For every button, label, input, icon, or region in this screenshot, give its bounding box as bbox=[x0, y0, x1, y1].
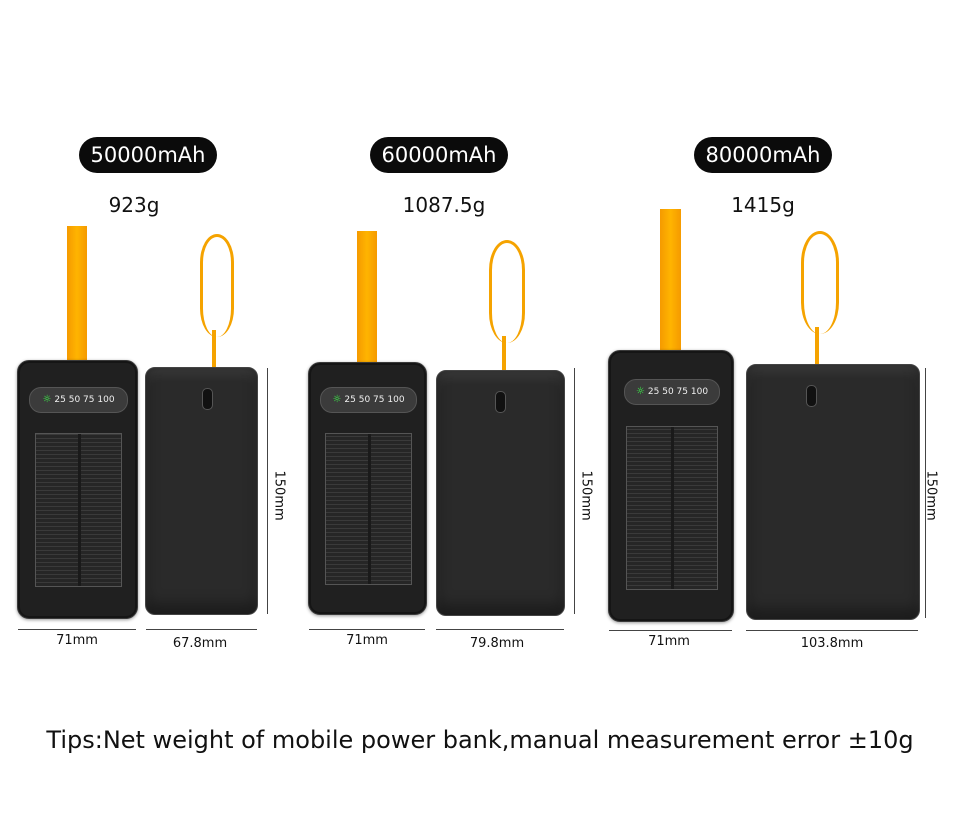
power-bank-front-3: ☼25 50 75 100 bbox=[608, 350, 734, 622]
tip-text: Tips:Net weight of mobile power bank,man… bbox=[46, 726, 914, 754]
front-width-label-1: 71mm bbox=[56, 633, 98, 648]
loop-strap-3 bbox=[801, 231, 839, 334]
height-label-1: 150mm bbox=[271, 470, 287, 521]
loop-stem-2 bbox=[502, 336, 506, 372]
battery-indicator-2: ☼25 50 75 100 bbox=[320, 387, 417, 413]
weight-label-2: 1087.5g bbox=[402, 193, 486, 217]
height-label-2: 150mm bbox=[578, 470, 594, 521]
back-width-label-2: 79.8mm bbox=[469, 636, 525, 651]
sun-icon: ☼ bbox=[332, 394, 342, 405]
loop-strap-2 bbox=[489, 240, 525, 343]
height-dim-line-3 bbox=[925, 368, 926, 618]
weight-label-3: 1415g bbox=[731, 193, 795, 217]
solar-panel-3 bbox=[626, 426, 718, 590]
power-bank-back-1 bbox=[145, 367, 258, 615]
power-button-2 bbox=[495, 391, 506, 413]
sun-icon: ☼ bbox=[42, 394, 52, 405]
power-bank-back-2 bbox=[436, 370, 565, 616]
loop-strap-1 bbox=[200, 234, 234, 337]
power-bank-back-3 bbox=[746, 364, 920, 620]
back-width-dim-3 bbox=[746, 630, 918, 631]
power-bank-front-2: ☼25 50 75 100 bbox=[308, 362, 427, 615]
solar-panel-1 bbox=[35, 433, 122, 587]
strap-3 bbox=[660, 209, 681, 355]
weight-label-1: 923g bbox=[108, 193, 160, 217]
capacity-badge-3: 80000mAh bbox=[694, 137, 832, 173]
loop-stem-3 bbox=[815, 327, 819, 367]
indicator-levels: 25 50 75 100 bbox=[54, 395, 115, 405]
battery-indicator-1: ☼25 50 75 100 bbox=[29, 387, 128, 413]
front-width-dim-1 bbox=[18, 629, 136, 630]
back-width-dim-2 bbox=[436, 629, 564, 630]
capacity-badge-1: 50000mAh bbox=[79, 137, 217, 173]
height-dim-line-2 bbox=[574, 368, 575, 614]
front-width-label-2: 71mm bbox=[346, 633, 388, 648]
indicator-levels: 25 50 75 100 bbox=[344, 395, 405, 405]
battery-indicator-3: ☼25 50 75 100 bbox=[624, 379, 720, 405]
loop-stem-1 bbox=[212, 330, 216, 370]
power-bank-front-1: ☼25 50 75 100 bbox=[17, 360, 138, 619]
front-width-dim-3 bbox=[609, 630, 732, 631]
back-width-label-3: 103.8mm bbox=[800, 636, 864, 651]
front-width-dim-2 bbox=[309, 629, 425, 630]
capacity-badge-2: 60000mAh bbox=[370, 137, 508, 173]
back-width-label-1: 67.8mm bbox=[172, 636, 228, 651]
sun-icon: ☼ bbox=[635, 386, 645, 397]
back-width-dim-1 bbox=[146, 629, 257, 630]
strap-2 bbox=[357, 231, 377, 366]
indicator-levels: 25 50 75 100 bbox=[647, 387, 709, 397]
front-width-label-3: 71mm bbox=[648, 634, 690, 649]
power-button-3 bbox=[806, 385, 817, 407]
height-dim-line-1 bbox=[267, 368, 268, 614]
height-label-3: 150mm bbox=[923, 470, 939, 521]
strap-1 bbox=[67, 226, 87, 364]
solar-panel-2 bbox=[325, 433, 412, 585]
power-button-1 bbox=[202, 388, 213, 410]
